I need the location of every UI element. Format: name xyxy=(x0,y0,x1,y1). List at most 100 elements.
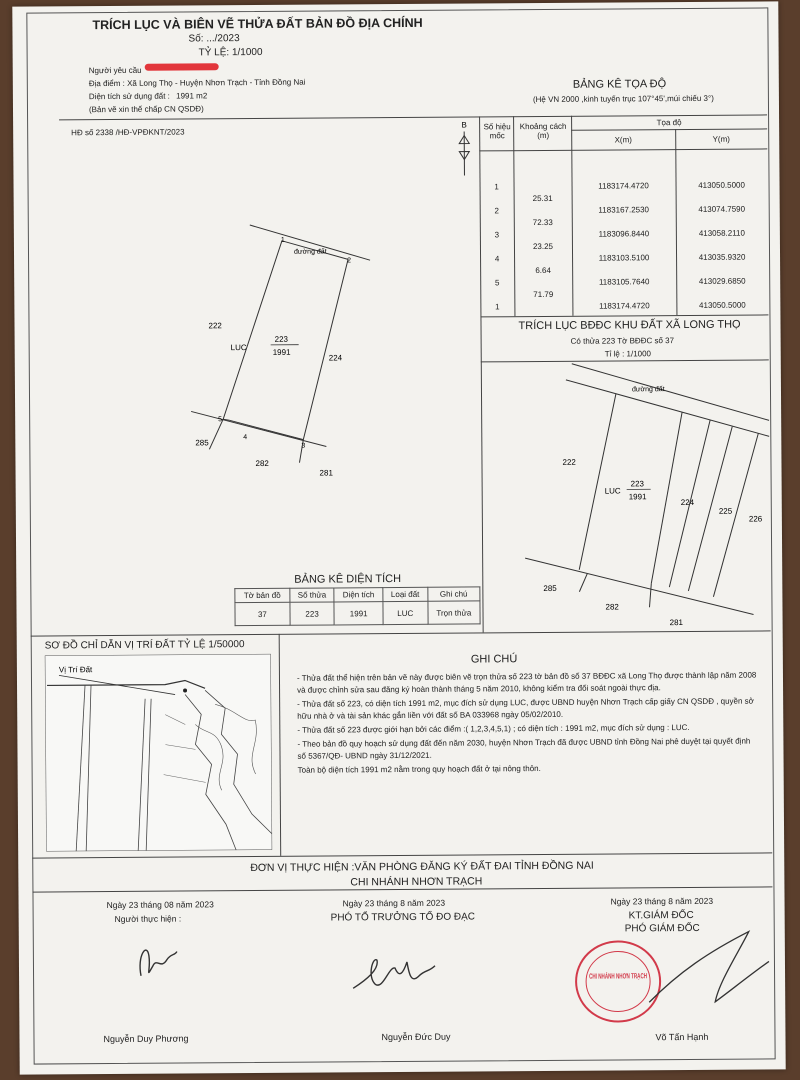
coord-cell-p xyxy=(480,192,514,204)
area-cell-type: LUC xyxy=(382,601,428,625)
point-5: 5 xyxy=(218,416,222,423)
coord-cell-p: 2 xyxy=(494,205,499,215)
coord-cell-p: 1 xyxy=(495,301,500,311)
signature-1 xyxy=(139,949,178,976)
coord-cell-x xyxy=(572,263,676,276)
notes-list: - Thửa đất thể hiện trên bản vẽ này được… xyxy=(297,669,760,778)
coord-cell-p xyxy=(480,240,514,252)
extract-road-bottom xyxy=(565,379,770,437)
extract-road-top xyxy=(571,363,770,421)
coord-cell-d xyxy=(514,252,572,264)
location-line: Địa điểm : Xã Long Thọ - Huyện Nhơn Trạc… xyxy=(88,77,306,89)
extract-parcel-number: 223 xyxy=(631,479,645,488)
requester-label: Người yêu cầu xyxy=(88,65,142,76)
extract-land-type: LUC xyxy=(605,486,621,495)
coord-cell-x: 1183174.4720 xyxy=(599,300,650,311)
coord-cell-d: 25.31 xyxy=(532,193,553,203)
col3-name: Võ Tấn Hạnh xyxy=(655,1031,709,1043)
extract-neighbor-285: 285 xyxy=(543,584,557,593)
coord-table-title: BẢNG KÊ TỌA ĐỘ xyxy=(572,78,667,91)
point-3: 3 xyxy=(301,443,305,450)
area-header-parcel: Số thửa xyxy=(289,587,335,603)
neighbor-281: 281 xyxy=(320,468,334,477)
footer-unit: ĐƠN VỊ THỰC HIỆN :VĂN PHÒNG ĐĂNG KÝ ĐẤT … xyxy=(250,859,594,875)
right-boundary xyxy=(298,439,304,463)
parcel-223-boundary xyxy=(222,240,349,441)
extract-neighbor-281: 281 xyxy=(670,618,684,627)
coord-cell-x: 1183103.5100 xyxy=(598,252,650,263)
area-cell-note: Trọn thửa xyxy=(427,600,481,625)
coord-cell-d: 71.79 xyxy=(533,289,554,299)
coord-cell-d: 23.25 xyxy=(532,241,554,251)
location-map: Vị Trí Đất xyxy=(44,653,273,852)
extract-subtitle: Có thửa 223 Tờ BĐĐC số 37 xyxy=(570,336,675,346)
area-value: 1991 xyxy=(176,91,194,101)
extract-neighbor-282: 282 xyxy=(605,602,619,611)
coord-cell-p: 5 xyxy=(494,277,500,287)
coord-cell-y: 413029.6850 xyxy=(698,276,746,286)
neighbor-285: 285 xyxy=(195,438,209,447)
area-table: Tờ bản đồ Số thửa Diện tích Loại đất Ghi… xyxy=(234,586,481,626)
location-map-title: SƠ ĐỒ CHỈ DẪN VỊ TRÍ ĐẤT TỶ LỆ 1/50000 xyxy=(44,639,245,652)
extract-parcel-area: 1991 xyxy=(629,492,647,501)
coord-cell-y xyxy=(676,214,768,227)
area-label: Diện tích sử dụng đất : xyxy=(88,91,170,102)
area-table-title: BẢNG KÊ DIỆN TÍCH xyxy=(294,572,402,586)
footer-branch: CHI NHÁNH NHƠN TRẠCH xyxy=(350,875,483,889)
col3-date: Ngày 23 tháng 8 năm 2023 xyxy=(610,895,714,907)
coord-cell-p xyxy=(480,216,514,228)
document-scale: TỶ LỆ: 1/1000 xyxy=(198,46,263,59)
signature-3 xyxy=(648,930,770,1004)
coord-cell-y: 413058.2110 xyxy=(698,228,745,238)
parcel-land-type: LUC xyxy=(231,343,247,352)
coord-cell-d xyxy=(514,276,572,288)
stamp-text: CHI NHÁNH NHƠN TRẠCH xyxy=(589,971,647,980)
col2-date: Ngày 23 tháng 8 năm 2023 xyxy=(342,897,446,909)
area-cell-area: 1991 xyxy=(334,601,383,625)
col1-role: Người thực hiện : xyxy=(114,913,182,924)
col2-role: PHÓ TỔ TRƯỞNG TỔ ĐO ĐẠC xyxy=(330,911,476,924)
coord-cell-x: 1183167.2530 xyxy=(598,204,650,215)
coord-cell-d xyxy=(514,228,572,240)
road-line xyxy=(249,224,371,261)
coord-cell-x xyxy=(572,239,676,252)
coord-cell-x: 1183174.4720 xyxy=(598,180,649,191)
extract-neighbor-222: 222 xyxy=(562,458,576,467)
col2-name: Nguyễn Đức Duy xyxy=(381,1031,451,1043)
coord-cell-d xyxy=(514,180,572,192)
note-item-3: - Thửa đất số 223 được giới hạn bởi các … xyxy=(297,722,690,735)
extract-map: đường đất 222 LUC 223 1991 224 225 226 2… xyxy=(525,363,770,632)
neighbor-222: 222 xyxy=(208,321,222,330)
coord-cell-d xyxy=(514,204,572,216)
extract-scale: Tỉ lệ : 1/1000 xyxy=(604,349,652,359)
coord-cell-x xyxy=(572,215,676,228)
note-item-2: - Thửa đất số 223, có diện tích 1991 m2,… xyxy=(297,696,754,721)
coord-cell-p: 1 xyxy=(494,181,499,191)
parcel-number: 223 xyxy=(275,335,289,344)
purpose-line: (Bản vẽ xin thế chấp CN QSDĐ) xyxy=(88,104,204,115)
area-header-type: Loại đất xyxy=(382,587,428,602)
neighbor-282: 282 xyxy=(255,459,269,468)
official-stamp: CHI NHÁNH NHƠN TRẠCH xyxy=(575,940,662,1023)
notes-title: GHI CHÚ xyxy=(470,653,518,666)
col3-role-1: KT.GIÁM ĐỐC xyxy=(628,909,694,922)
col-coord-header: Tọa độ xyxy=(656,118,682,128)
extract-neighbor-224: 224 xyxy=(681,498,695,507)
coord-cell-d: 72.33 xyxy=(532,217,553,227)
extract-bottom-boundary xyxy=(525,557,754,616)
north-label: B xyxy=(461,121,466,130)
coord-cell-x: 1183105.7640 xyxy=(598,276,650,287)
point-1: 1 xyxy=(281,237,285,244)
neighbor-224: 224 xyxy=(329,353,343,362)
area-unit: m2 xyxy=(196,91,208,101)
col1-name: Nguyễn Duy Phương xyxy=(103,1033,189,1045)
signature-2 xyxy=(352,959,436,989)
col-x-header: X(m) xyxy=(614,135,632,145)
coord-cell-x xyxy=(572,287,676,300)
location-marker xyxy=(183,688,188,693)
document-title: TRÍCH LỤC VÀ BIÊN VẼ THỬA ĐẤT BẢN ĐỒ ĐỊA… xyxy=(92,15,423,33)
col-y-header: Y(m) xyxy=(712,134,730,144)
coord-table-subtitle: (Hệ VN 2000 ,kinh tuyến trục 107°45',múi… xyxy=(532,93,714,105)
